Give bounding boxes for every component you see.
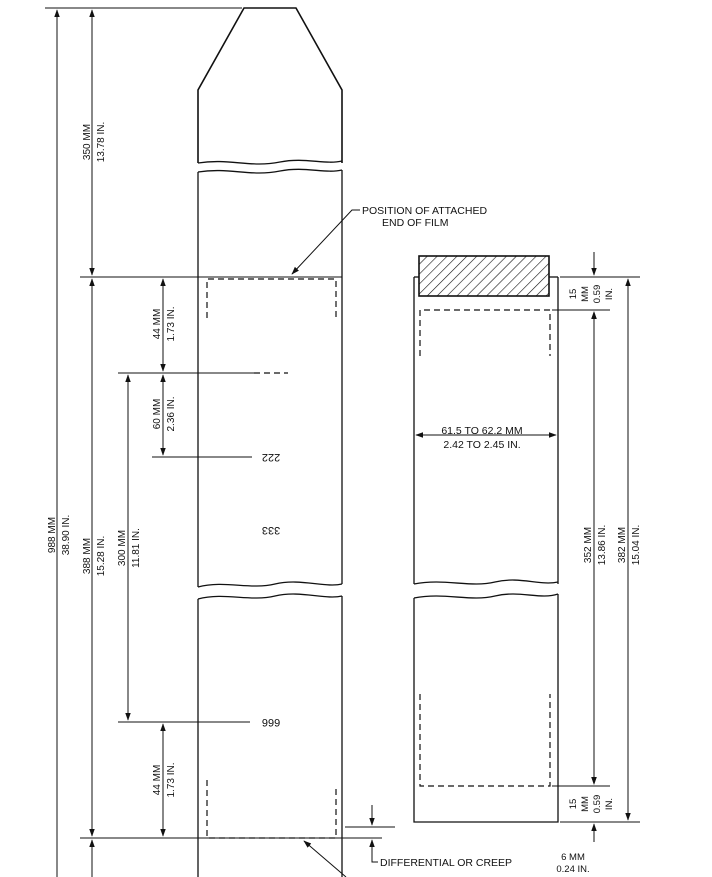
film-width-in-label: 2.42 TO 2.45 IN. — [443, 439, 520, 451]
position-callout-line2: END OF FILM — [382, 217, 449, 229]
top-margin-mm-label: 44 MM — [152, 309, 163, 340]
bottom-tape-mm-value: 15 — [568, 799, 579, 810]
frame-number-2: 222 — [262, 451, 280, 463]
film-total-in-label: 15.04 IN. — [631, 525, 642, 566]
overall-in-label: 38.90 IN. — [61, 515, 72, 556]
numbers-span-in-label: 11.81 IN. — [131, 528, 142, 568]
frame-number-6: 666 — [262, 716, 280, 728]
overall-mm-label: 988 MM — [47, 517, 58, 553]
film-break-upper — [413, 579, 559, 585]
bottom-tape-in-value: 0.59 — [592, 795, 603, 814]
film-position-top — [206, 278, 337, 318]
film-total-mm-label: 382 MM — [617, 527, 628, 563]
bottom-tape-mm-unit: MM — [580, 796, 591, 812]
paper-in-label: 15.28 IN. — [96, 536, 107, 577]
position-callout: POSITION OF ATTACHED END OF FILM — [291, 205, 487, 275]
top-margin-in-label: 1.73 IN. — [166, 306, 177, 341]
film-mm-label: 352 MM — [583, 527, 594, 563]
adhesive-tape — [418, 255, 550, 297]
number-spacing-mm-label: 60 MM — [152, 399, 163, 430]
bottom-margin-in-label: 1.73 IN. — [166, 762, 177, 797]
creep-in-label: 0.24 IN. — [556, 864, 589, 875]
creep-mm-label: 6 MM — [561, 852, 585, 863]
extension-lines — [45, 7, 395, 839]
break-mark-lower — [197, 581, 343, 588]
numbers-span-mm-label: 300 MM — [117, 530, 128, 566]
leader-in-label: 13.78 IN. — [96, 122, 107, 163]
film-frame-top — [419, 309, 551, 356]
dimension-labels-left: 988 MM 38.90 IN. 350 MM 13.78 IN. 388 MM… — [47, 122, 177, 798]
backing-paper-strip: 222 333 666 — [197, 7, 343, 877]
bottom-margin-mm-label: 44 MM — [152, 765, 163, 796]
film-width-mm-label: 61.5 TO 62.2 MM — [441, 425, 522, 437]
position-callout-line1: POSITION OF ATTACHED — [362, 205, 487, 217]
break-mark-upper — [197, 159, 343, 165]
tape-mm-value: 15 — [568, 289, 579, 300]
paper-mm-label: 388 MM — [82, 538, 93, 574]
leader-taper — [197, 7, 343, 163]
film-frame-bottom — [419, 694, 551, 787]
tape-in-unit: IN. — [604, 288, 615, 300]
break-mark-lower-2 — [197, 593, 343, 600]
bottom-tape-in-unit: IN. — [604, 798, 615, 810]
dimension-lines-right — [591, 252, 631, 842]
number-spacing-in-label: 2.36 IN. — [166, 396, 177, 431]
frame-number-3: 333 — [262, 524, 280, 536]
leader-mm-label: 350 MM — [82, 124, 93, 160]
break-mark-upper-2 — [197, 168, 343, 174]
dimension-labels-right: 15 MM 0.59 IN. 352 MM 13.86 IN. 382 MM 1… — [568, 285, 642, 814]
film-in-label: 13.86 IN. — [597, 525, 608, 566]
extension-lines-right — [552, 276, 640, 823]
dimension-lines-left — [54, 9, 166, 877]
film-strip: 61.5 TO 62.2 MM 2.42 TO 2.45 IN. — [413, 255, 559, 823]
creep-label: DIFFERENTIAL OR CREEP — [380, 857, 512, 869]
tape-mm-unit: MM — [580, 286, 591, 302]
tape-in-value: 0.59 — [592, 285, 603, 304]
film-break-lower — [413, 593, 559, 599]
film-position-bottom — [206, 780, 337, 839]
creep-callout: DIFFERENTIAL OR CREEP 6 MM 0.24 IN. — [303, 805, 590, 877]
